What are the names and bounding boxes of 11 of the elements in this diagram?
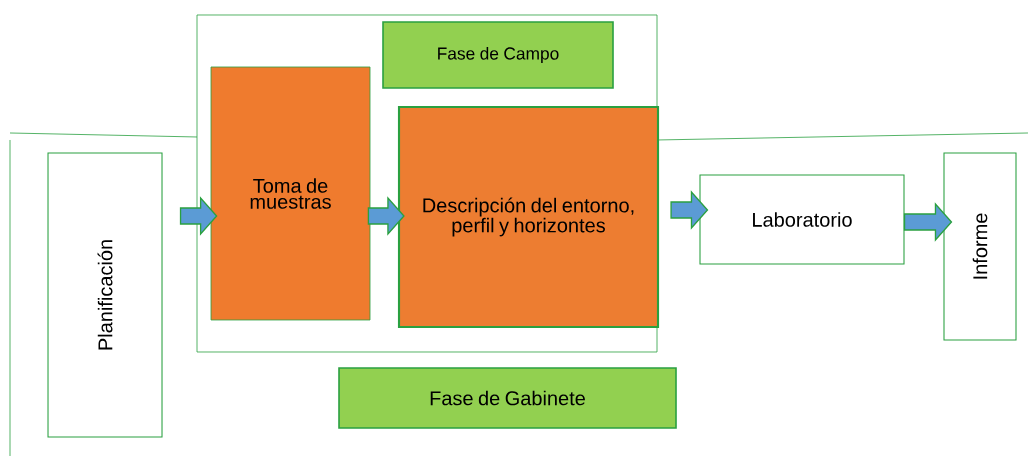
process-box: Laboratorio [699, 174, 905, 265]
block-arrow [670, 190, 709, 230]
phase-label-box: Fase de Campo [382, 21, 614, 89]
process-box: Informe [943, 152, 1017, 341]
block-arrow [903, 202, 953, 242]
block-arrow [179, 196, 218, 236]
block-arrow [367, 196, 405, 236]
process-box: Descripción del entorno, perfil y horizontes [397, 105, 660, 329]
process-box: Planificación [47, 152, 163, 438]
phase-label-box: Fase de Gabinete [338, 367, 677, 429]
process-box: Toma de muestras [210, 66, 371, 321]
